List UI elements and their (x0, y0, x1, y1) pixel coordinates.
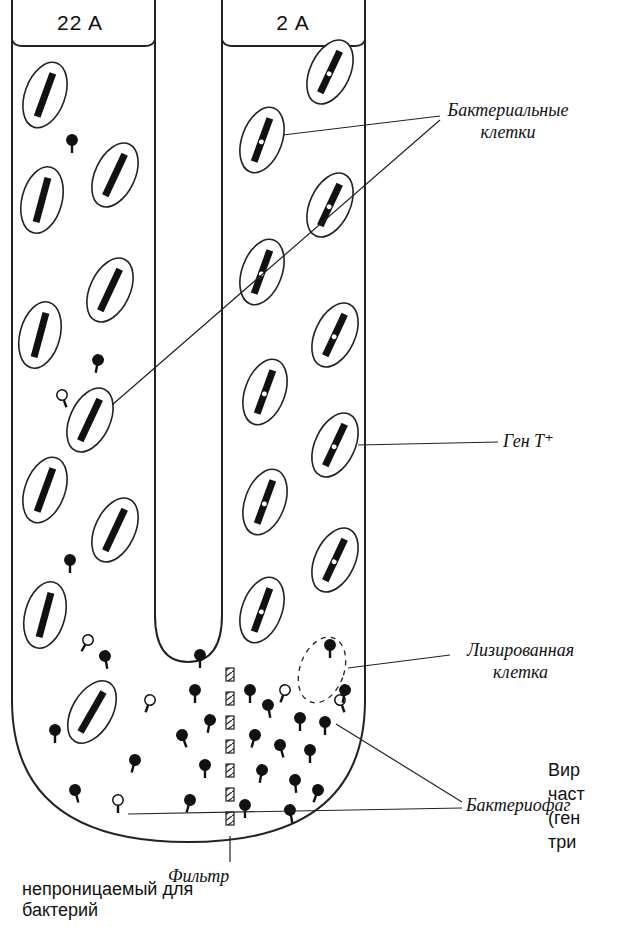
bacteriophage (55, 388, 71, 409)
bacteriophage (113, 795, 123, 813)
bacteriophage (65, 555, 75, 573)
filter-block (226, 788, 234, 801)
filter-block (226, 692, 234, 705)
bacteriophage (255, 764, 268, 784)
bacterial-cell (17, 577, 73, 653)
lysed-cell (290, 631, 355, 710)
bacterial-cell (303, 406, 368, 485)
bacteriophage (77, 633, 95, 654)
filter (226, 668, 234, 825)
bacterial-cell (235, 353, 296, 431)
bacterial-cell (12, 297, 68, 373)
bacteriophage (305, 745, 315, 763)
bacteriophage (91, 354, 104, 374)
bacterial-cell (303, 521, 368, 600)
bacteriophage (99, 650, 112, 670)
leader-line (112, 120, 440, 405)
bacteriophage (175, 728, 191, 749)
bacteriophage (195, 650, 205, 668)
liquid-surface (12, 40, 155, 46)
tube-inner-wall (155, 0, 222, 662)
bacterial-cell (83, 136, 148, 215)
bacterial-cell (298, 33, 363, 112)
bacterial-cell (58, 673, 127, 752)
bacteriophage (182, 794, 197, 814)
note-fragment: част (548, 784, 628, 806)
bacteriophage (50, 725, 60, 743)
bacteriophage (67, 135, 77, 153)
strain-label: 22 A (40, 10, 120, 35)
bacteriophage (274, 739, 289, 759)
bacteriophage (247, 729, 262, 749)
bacteriophage (325, 640, 335, 658)
bacteriophage (284, 804, 297, 824)
filter-block (226, 812, 234, 825)
bacterial-cell (83, 491, 148, 570)
leader-line (358, 442, 498, 445)
bacteriophage (190, 685, 200, 703)
bacteriophage (333, 693, 349, 714)
bacteriophage (338, 684, 351, 704)
bacteriophage (240, 800, 250, 818)
note-fragment: три (548, 832, 628, 854)
bacteriophage (245, 685, 255, 703)
bacteriophage (203, 714, 216, 734)
leader-line (128, 808, 462, 814)
leader-line (336, 724, 462, 802)
tube-outer-wall (12, 0, 365, 842)
note-text: непроницаемый для бактерий (22, 879, 197, 922)
bacterial-cell (232, 233, 293, 311)
bacteriophage (276, 683, 292, 704)
bacteriophage (320, 717, 330, 735)
filter-block (226, 740, 234, 753)
leader-line (229, 836, 230, 862)
bacteriophage (262, 699, 275, 719)
part-label: Лизированная клетка (453, 640, 588, 683)
bacterial-cell (232, 101, 293, 179)
bacteriophage (309, 783, 325, 804)
bacterial-cell (232, 571, 293, 649)
bacterial-cell (15, 451, 76, 529)
part-label: Бактериальные клетки (443, 100, 573, 143)
bacteriophage (127, 754, 142, 774)
bacterial-cell (78, 251, 143, 330)
leader-line (283, 116, 440, 135)
bacteriophage (141, 693, 157, 714)
strain-label: 2 A (253, 10, 333, 35)
bacterial-cell (298, 166, 363, 245)
filter-block (226, 668, 234, 681)
bacterial-cell (303, 296, 368, 375)
bacterial-cell (14, 162, 70, 238)
bacteriophage (289, 774, 301, 793)
bacterial-cell (15, 56, 76, 134)
bacterial-cell (235, 463, 296, 541)
bacteriophage (200, 760, 210, 778)
bacteriophage (295, 713, 305, 731)
filter-block (226, 764, 234, 777)
leader-line (348, 655, 450, 668)
filter-block (226, 716, 234, 729)
part-label: Ген T⁺ (503, 431, 603, 453)
bacteriophage (69, 784, 84, 804)
note-fragment: Вир (548, 760, 628, 782)
note-fragment: (ген (548, 808, 628, 830)
